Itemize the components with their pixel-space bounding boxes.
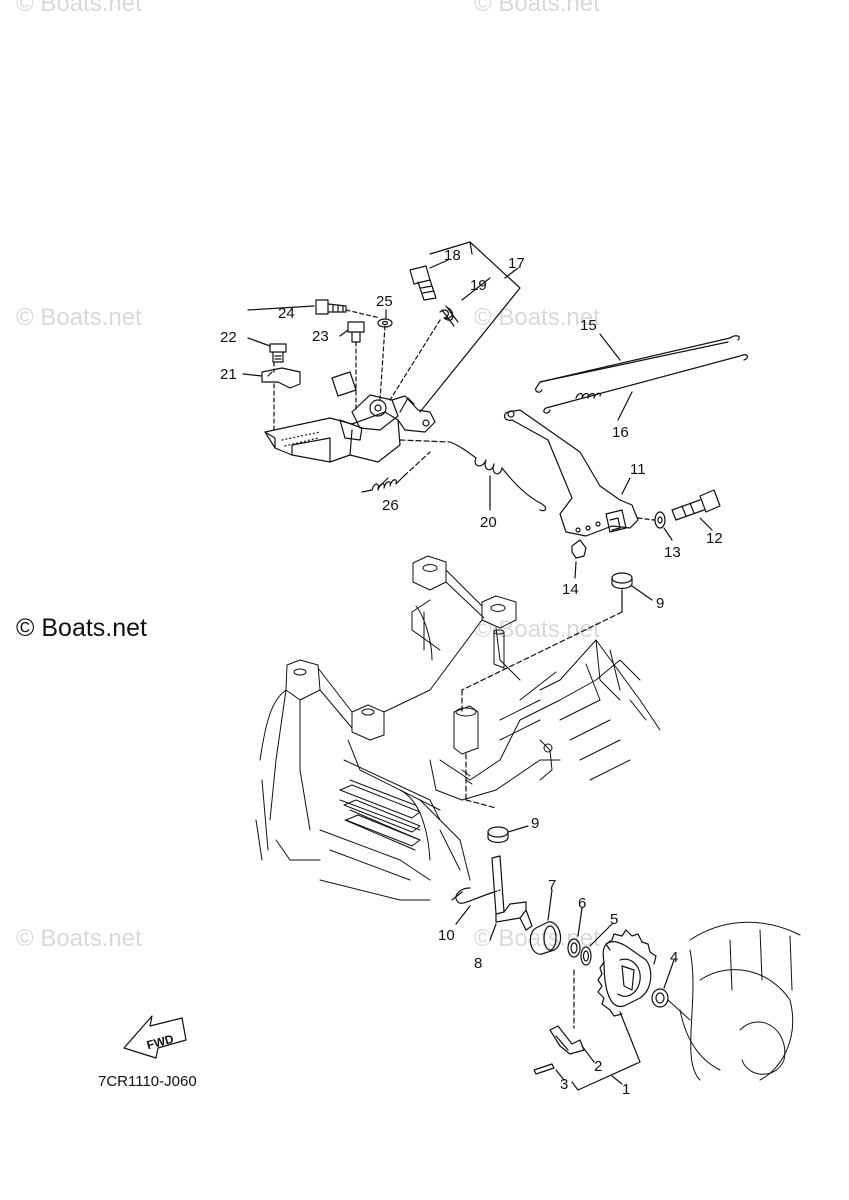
watermark: © Boats.net [474, 616, 600, 643]
gear-bushings [529, 889, 613, 966]
watermark: © Boats.net [16, 0, 142, 17]
callout-14: 14 [562, 581, 579, 598]
callout-21: 21 [220, 366, 237, 383]
callout-4: 4 [670, 949, 678, 966]
throttle-lever [503, 409, 721, 601]
callout-10: 10 [438, 927, 455, 944]
engine-block [255, 555, 661, 901]
callout-9-lower: 9 [531, 815, 539, 832]
callout-1: 1 [622, 1081, 630, 1098]
diagram-code: 7CR1110-J060 [98, 1073, 197, 1090]
callout-17: 17 [508, 255, 525, 272]
callout-13: 13 [664, 544, 681, 561]
callout-15: 15 [580, 317, 597, 334]
leader-lines [242, 241, 521, 511]
callout-18: 18 [444, 247, 461, 264]
watermark: © Boats.net [16, 304, 142, 331]
gear-assembly [533, 929, 675, 1091]
callout-7: 7 [548, 877, 556, 894]
callout-6: 6 [578, 895, 586, 912]
lower-shaft-assembly [451, 589, 623, 941]
watermark: © Boats.net [474, 304, 600, 331]
boats-net-watermark: © Boats.net [16, 614, 147, 642]
throttle-rods [535, 333, 749, 421]
callout-9-upper: 9 [656, 595, 664, 612]
watermark: © Boats.net [474, 0, 600, 17]
callout-11: 11 [630, 461, 646, 478]
callout-19: 19 [470, 277, 487, 294]
callout-25: 25 [376, 293, 393, 310]
callout-16: 16 [612, 424, 629, 441]
callout-8: 8 [474, 955, 482, 972]
callout-22: 22 [220, 329, 237, 346]
callout-numbers: 1 2 3 4 5 6 7 8 9 9 10 11 12 13 14 15 16… [145, 247, 723, 1098]
callout-20: 20 [480, 514, 497, 531]
callout-24: 24 [278, 305, 295, 322]
fwd-label: FWD [145, 1032, 175, 1053]
callout-12: 12 [706, 530, 723, 547]
callout-3: 3 [560, 1076, 568, 1093]
callout-26: 26 [382, 497, 399, 514]
fwd-arrow-icon [123, 1015, 187, 1059]
callout-5: 5 [610, 911, 618, 928]
callout-2: 2 [594, 1058, 602, 1075]
lower-housing [667, 921, 801, 1081]
throttle-bracket-assembly [261, 265, 547, 512]
watermark: © Boats.net [16, 925, 142, 952]
callout-23: 23 [312, 328, 329, 345]
